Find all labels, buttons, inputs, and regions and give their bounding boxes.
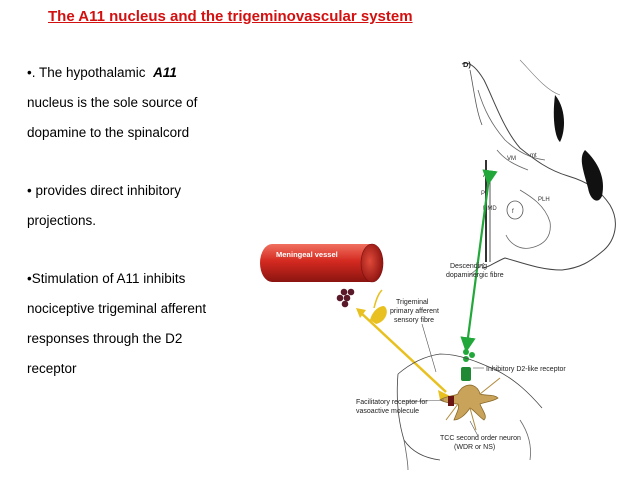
- region-label-f: f: [512, 209, 514, 215]
- hypothalamus-section: D) VM mt A11 Pe DMD f PLH: [462, 60, 615, 270]
- descending-label-2: dopaminergic fibre: [446, 272, 504, 279]
- meningeal-vessel: Meningeal vessel: [260, 244, 383, 282]
- facilitatory-label-2: vasoactive molecule: [356, 408, 419, 415]
- descending-label-1: Descending: [450, 263, 487, 270]
- trigeminal-label-1: Trigeminal: [396, 299, 429, 306]
- region-label-vm: VM: [507, 156, 516, 162]
- d2-receptor-cluster: [461, 349, 475, 381]
- facilitatory-label-1: Facilitatory receptor for: [356, 399, 428, 406]
- trigeminal-label-3: sensory fibre: [394, 317, 434, 324]
- trigeminal-afferent-fibre: [356, 290, 450, 400]
- d2-receptor: [461, 367, 471, 381]
- region-label-mt: mt: [530, 153, 537, 159]
- tcc-label-2: (WDR or NS): [454, 444, 495, 451]
- facilitatory-receptor: [448, 396, 454, 406]
- trigeminal-label-2: primary afferent: [390, 308, 439, 315]
- panel-letter: D): [463, 60, 471, 69]
- tcc-neuron: [440, 378, 500, 430]
- meningeal-vessel-label: Meningeal vessel: [276, 250, 338, 259]
- tcc-label-1: TCC second order neuron: [440, 435, 521, 442]
- inhibitory-receptor-label: Inhibitory D2-like receptor: [486, 366, 566, 373]
- region-label-plh: PLH: [538, 197, 550, 203]
- vessel-vesicles: [337, 289, 355, 308]
